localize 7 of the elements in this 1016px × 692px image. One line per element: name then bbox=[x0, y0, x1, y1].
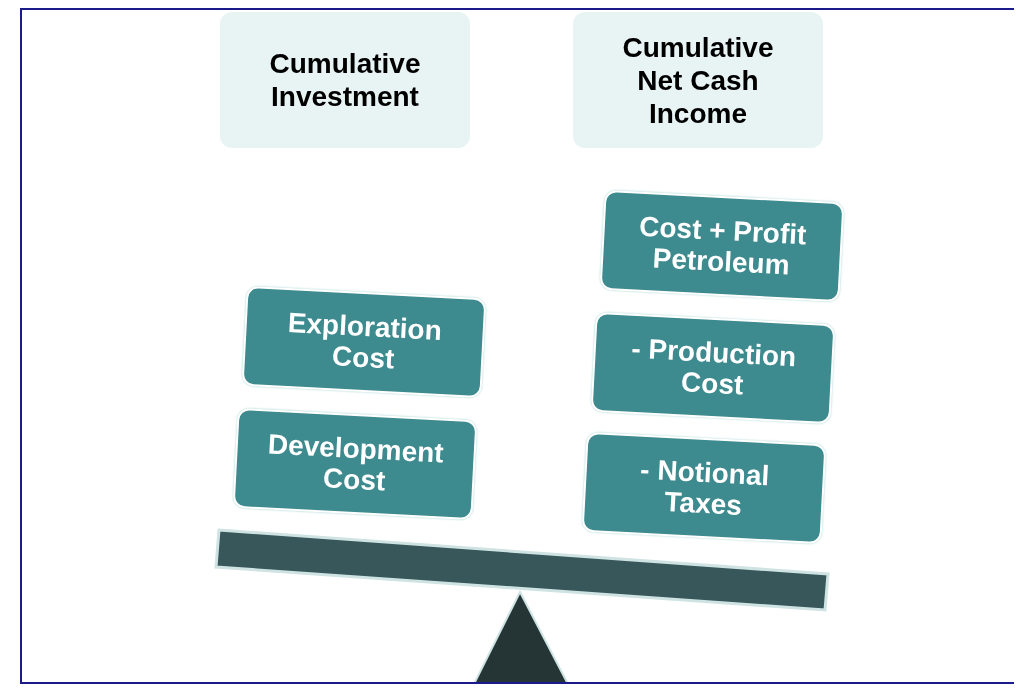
cost-tile: Exploration Cost bbox=[241, 285, 487, 399]
cost-tile: Cost + Profit Petroleum bbox=[599, 189, 845, 303]
heading-box: Cumulative Investment bbox=[220, 12, 470, 148]
cost-tile: Development Cost bbox=[232, 407, 478, 521]
cost-tile: - Production Cost bbox=[590, 311, 836, 425]
cost-tile: - Notional Taxes bbox=[581, 431, 827, 545]
heading-box: Cumulative Net Cash Income bbox=[573, 12, 823, 148]
